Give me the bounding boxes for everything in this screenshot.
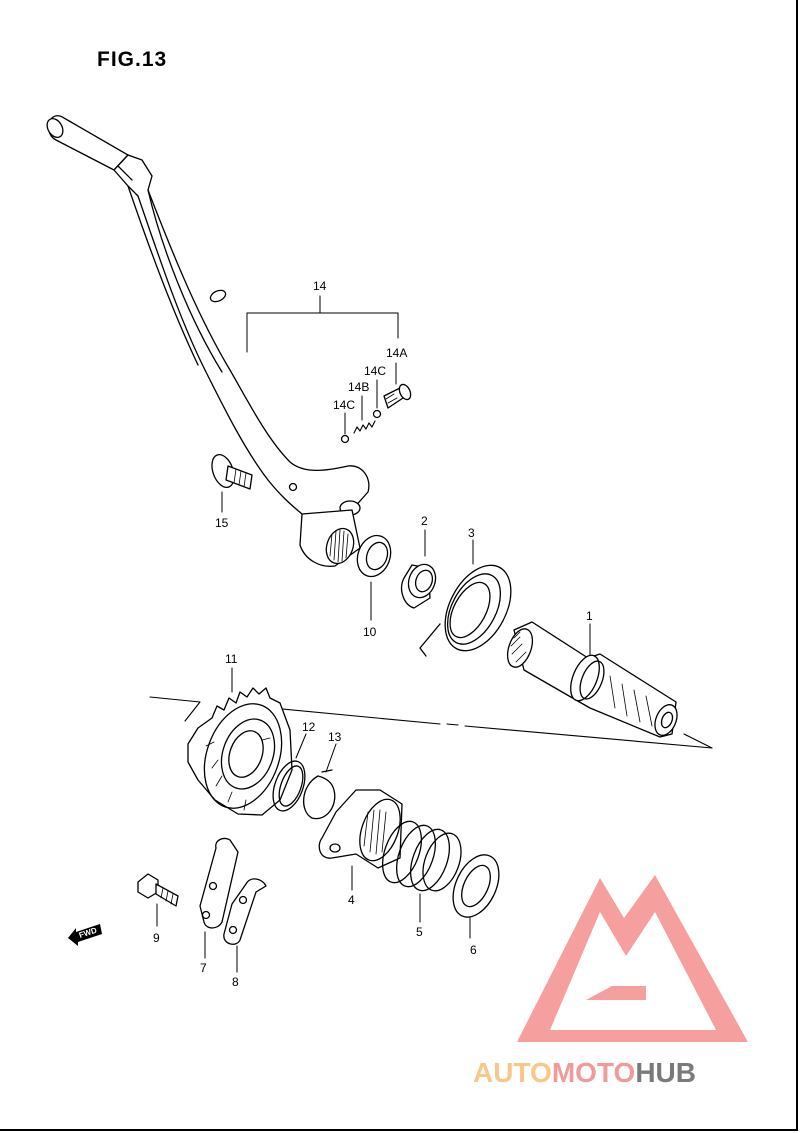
svg-text:AUTOMOTOHUB: AUTOMOTOHUB [473, 1057, 696, 1088]
plate-7 [199, 837, 239, 959]
circlip-12 [272, 733, 307, 812]
watermark-logo-mark [517, 875, 748, 1042]
kick-starter-shaft-1 [506, 621, 678, 738]
callout-14: 14 [313, 279, 327, 293]
callout-15: 15 [215, 516, 229, 530]
callout-8: 8 [232, 975, 239, 989]
callout-7: 7 [200, 961, 207, 975]
callout-9: 9 [153, 931, 160, 945]
bolt-15 [211, 454, 253, 513]
watermark-text-moto: MOTO [552, 1057, 635, 1088]
watermark-text-auto: AUTO [473, 1057, 552, 1088]
callout-14c-lower: 14C [333, 398, 355, 412]
spring-5 [381, 820, 462, 923]
callout-11: 11 [225, 652, 238, 666]
ball-14c-lower [340, 412, 350, 444]
callout-10: 10 [363, 625, 377, 639]
callout-6: 6 [470, 943, 477, 957]
ball-14c-upper [372, 379, 382, 419]
plate-8 [223, 878, 267, 973]
return-spring-3 [419, 539, 512, 657]
callout-4: 4 [348, 893, 355, 907]
figure-title: FIG.13 [97, 48, 168, 71]
callout-bracket-14 [246, 295, 399, 353]
spring-14b [353, 395, 376, 434]
bolt-14a [383, 362, 412, 409]
oil-seal-10 [356, 534, 392, 621]
callout-14b: 14B [348, 380, 369, 394]
watermark-text-hub: HUB [635, 1057, 696, 1088]
kick-starter-lever [46, 115, 370, 567]
callout-14c-upper: 14C [364, 364, 386, 378]
guide-2 [400, 529, 437, 609]
callout-14a: 14A [386, 346, 407, 360]
callout-13: 13 [328, 730, 342, 744]
bolt-9 [137, 873, 179, 927]
washer-6 [452, 854, 500, 939]
callout-1: 1 [586, 609, 593, 623]
callout-12: 12 [302, 720, 316, 734]
callout-5: 5 [416, 925, 423, 939]
starter-driven-gear-11 [187, 667, 293, 816]
callout-3: 3 [468, 526, 475, 540]
ratchet-4 [318, 789, 403, 891]
spring-13 [303, 743, 337, 820]
callout-2: 2 [421, 514, 428, 528]
fwd-direction-marker: FWD [68, 924, 102, 946]
